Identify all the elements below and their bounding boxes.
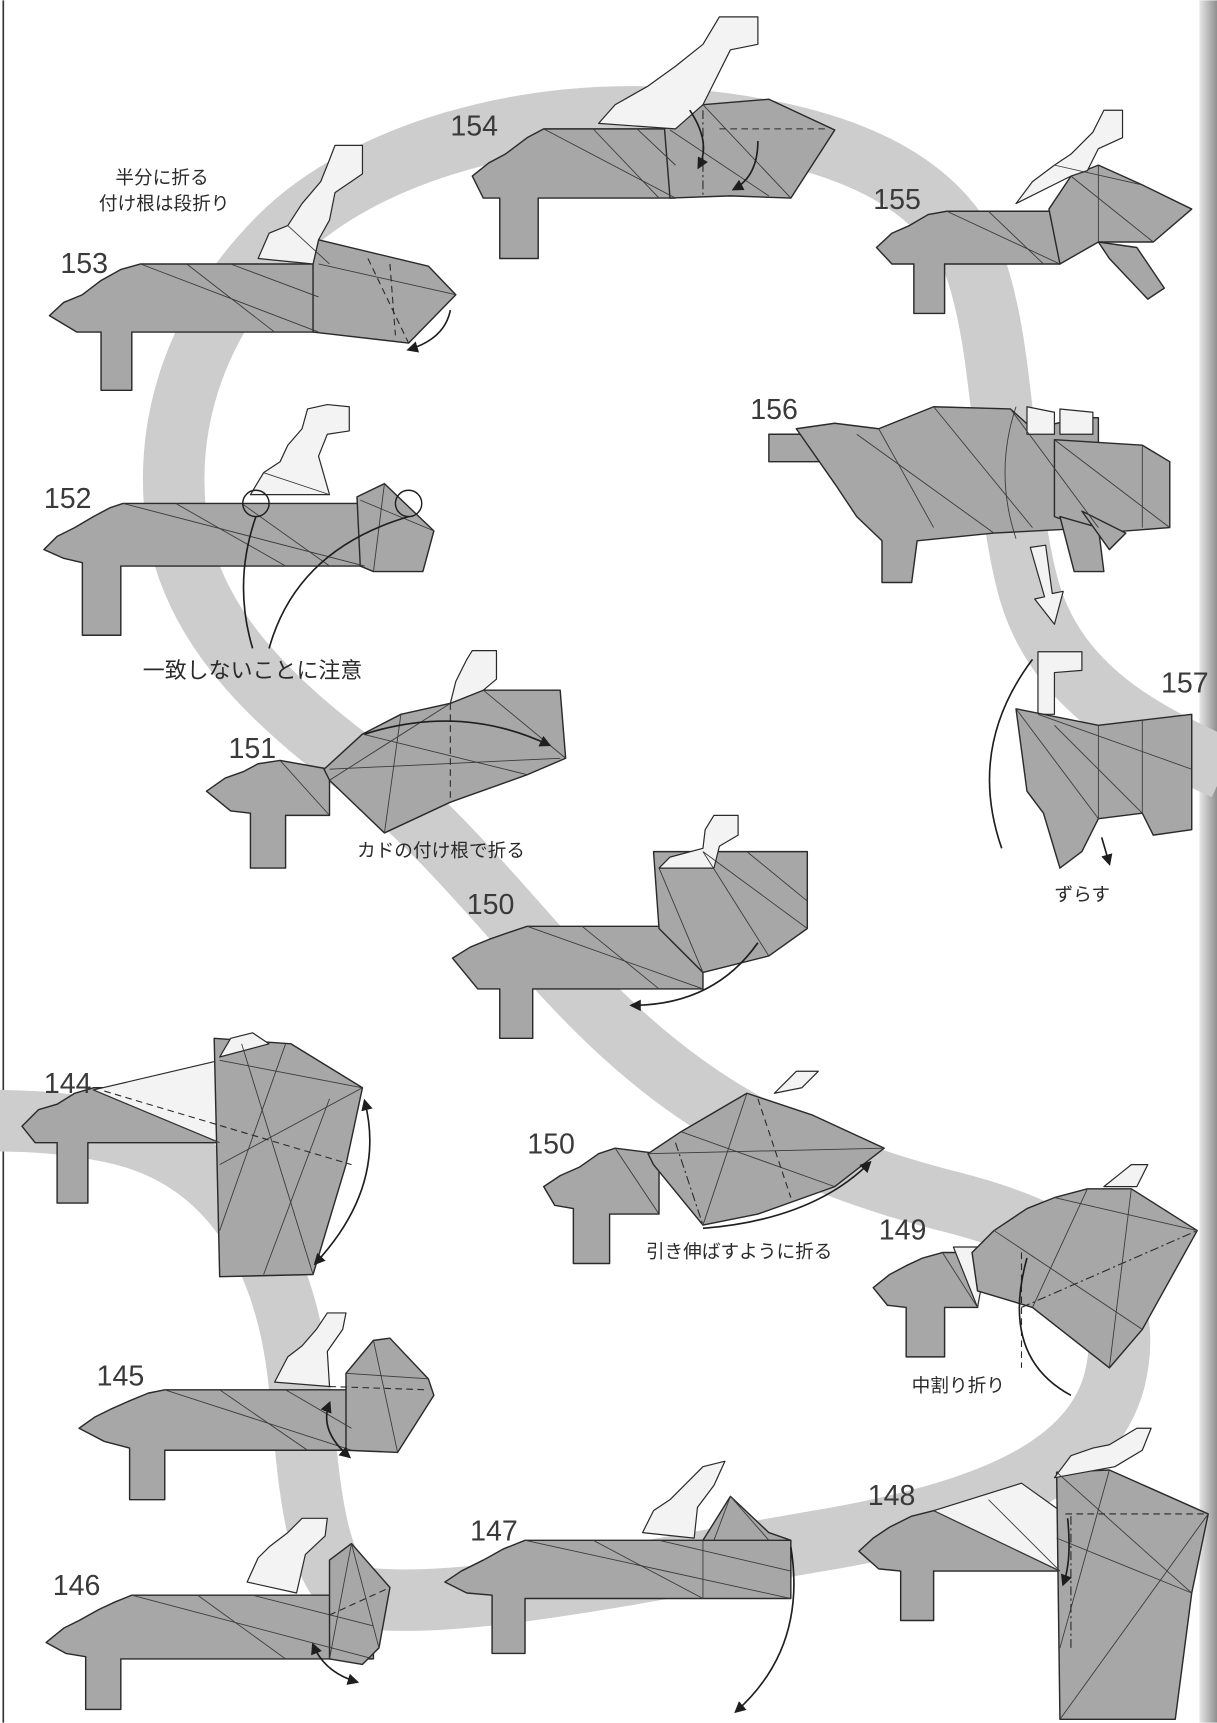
step-number-147: 147 [470, 1515, 518, 1547]
step-number-144: 144 [44, 1068, 92, 1100]
annotation-base-step-fold: 付け根は段折り [99, 193, 230, 214]
step-number-157: 157 [1161, 667, 1209, 699]
step-number-151: 151 [228, 733, 276, 765]
annotation-inside-reverse: 中割り折り [912, 1375, 1005, 1396]
step-number-154: 154 [450, 110, 498, 142]
step-number-149: 149 [879, 1214, 927, 1246]
annotation-fold-stretch: 引き伸ばすように折る [646, 1241, 833, 1262]
model-block [1060, 409, 1093, 434]
step-number-145: 145 [97, 1360, 145, 1392]
page-right-edge-shadow [1199, 0, 1217, 1722]
annotation-note-mismatch: 一致しないことに注意 [143, 658, 363, 683]
step-number-150-a: 150 [467, 889, 515, 921]
step-number-146: 146 [53, 1570, 101, 1602]
step-number-156: 156 [750, 394, 798, 426]
step-number-150-b: 150 [527, 1129, 575, 1161]
step-number-148: 148 [868, 1480, 916, 1512]
annotation-fold-at-corner-base: カドの付け根で折る [357, 840, 525, 861]
model-block [1027, 407, 1054, 434]
step-number-152: 152 [44, 483, 92, 515]
step-number-153: 153 [60, 248, 108, 280]
annotation-shift: ずらす [1054, 884, 1110, 905]
model-head [1054, 440, 1169, 533]
annotation-fold-half: 半分に折る [115, 167, 208, 188]
step-number-155: 155 [873, 184, 921, 216]
